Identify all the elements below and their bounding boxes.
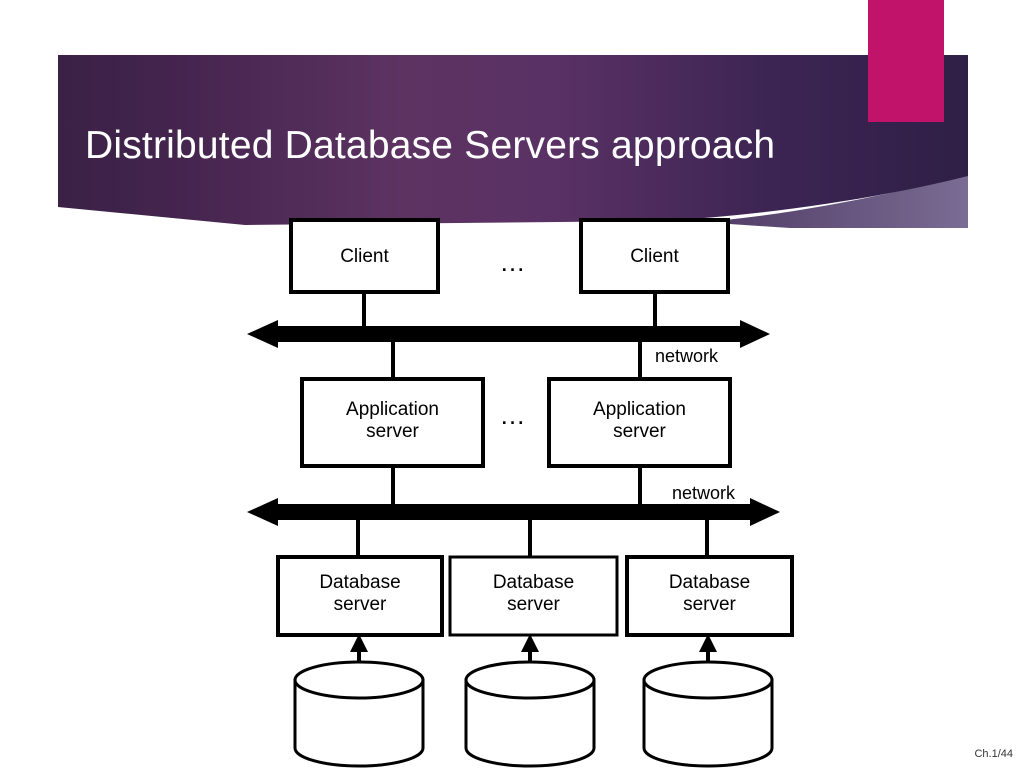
client-box-2-label: Client [630,246,679,267]
database-server-box-2[interactable] [448,555,619,637]
database-server-box-1-label: Database server [319,572,401,616]
client-box-1-label: Client [340,246,389,267]
network-bus-1-label: network [655,346,719,366]
database-server-box-2-label: Database server [492,572,575,616]
application-server-box-2[interactable] [547,377,732,468]
database-server-box-3[interactable] [625,555,794,637]
network-bus-2-label: network [672,483,736,503]
application-server-box-1-label: Application server [346,399,439,443]
network-bus-2 [247,498,780,526]
application-tier-ellipsis: … [499,400,529,430]
page-title: Distributed Database Servers approach [85,124,776,167]
client-tier-ellipsis: … [499,247,529,277]
network-bus-1 [247,320,770,348]
slide-footer-page-number: Ch.1/44 [974,748,1013,760]
client-box-1[interactable] [289,218,440,294]
client-box-2[interactable] [579,218,730,294]
database-cylinder-1[interactable] [293,660,425,768]
database-cylinder-2[interactable] [464,660,596,768]
database-server-box-1[interactable] [276,555,444,637]
database-server-box-3-label: Database server [668,572,751,616]
application-server-box-2-label: Application server [593,399,686,443]
database-cylinder-3[interactable] [642,660,774,768]
application-server-box-1[interactable] [300,377,485,468]
